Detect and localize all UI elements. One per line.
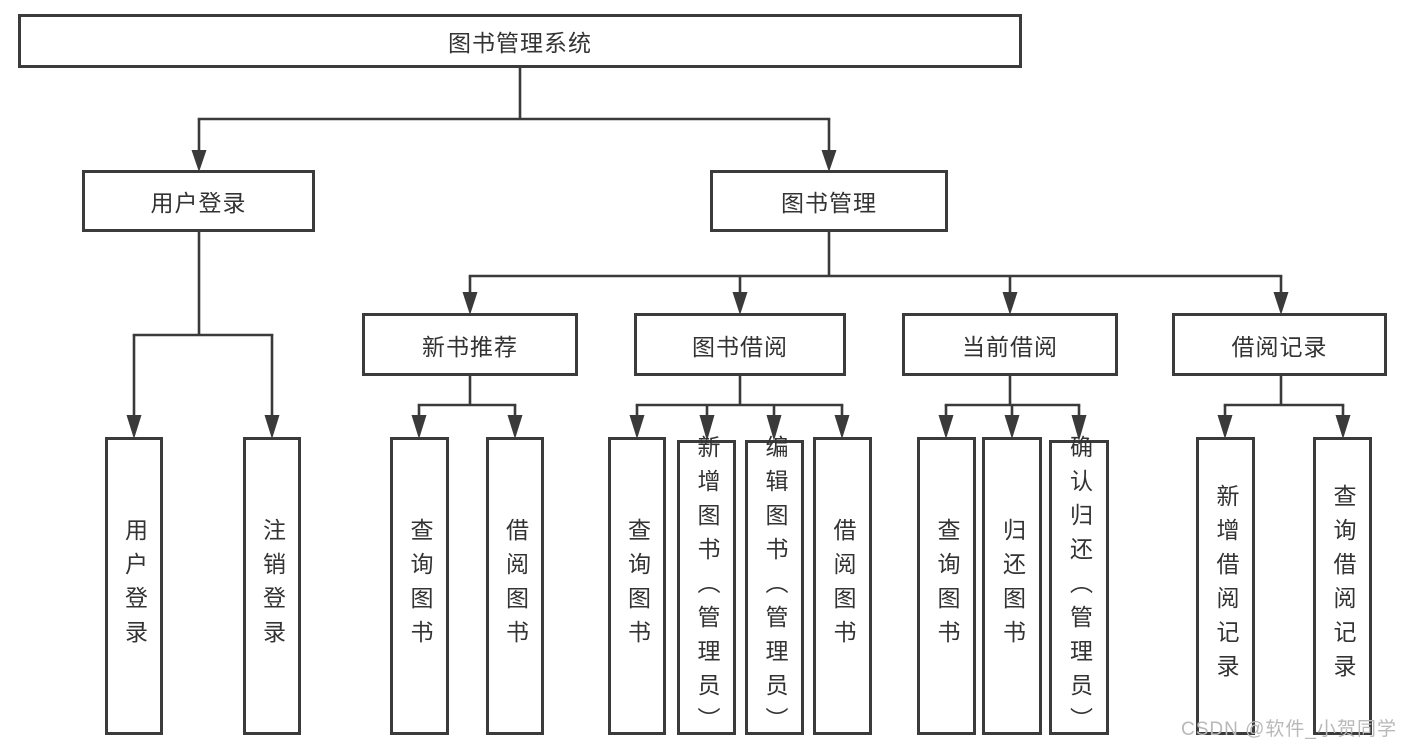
node-label: 编辑图书（管理员） <box>762 434 788 741</box>
arrowheads <box>126 150 1351 441</box>
node-user-login-module: 用户登录 <box>82 170 315 232</box>
leaf-query-borrow-record: 查询借阅记录 <box>1313 437 1372 735</box>
node-label: 图书管理 <box>781 190 877 216</box>
leaf-query-books-recommend: 查询图书 <box>390 437 449 735</box>
leaf-query-books-current: 查询图书 <box>917 437 976 735</box>
leaf-add-book-admin: 新增图书（管理员） <box>677 435 736 741</box>
leaf-logout: 注销登录 <box>243 437 301 735</box>
leaf-edit-book-admin: 编辑图书（管理员） <box>745 435 804 741</box>
node-book-management-module: 图书管理 <box>710 170 948 232</box>
leaf-query-books-borrow: 查询图书 <box>608 437 666 735</box>
node-label: 借阅图书 <box>830 518 856 654</box>
node-label: 归还图书 <box>999 518 1026 654</box>
node-label: 查询图书 <box>407 518 433 654</box>
node-label: 注销登录 <box>259 518 286 654</box>
node-label: 查询图书 <box>624 518 651 654</box>
node-label: 查询借阅记录 <box>1330 484 1356 688</box>
leaf-borrow-book: 借阅图书 <box>813 437 872 735</box>
node-book-borrow: 图书借阅 <box>634 313 846 376</box>
node-label: 新增图书（管理员） <box>694 434 720 741</box>
node-new-book-recommend: 新书推荐 <box>362 313 578 376</box>
node-label: 借阅图书 <box>502 518 529 654</box>
leaf-confirm-return-admin: 确认归还（管理员） <box>1049 435 1109 741</box>
node-label: 当前借阅 <box>962 333 1058 360</box>
node-label: 新书推荐 <box>422 333 518 360</box>
node-label: 用户登录 <box>150 190 247 216</box>
node-root-library-system: 图书管理系统 <box>18 14 1022 68</box>
node-label: 借阅记录 <box>1231 333 1328 360</box>
leaf-user-login: 用户登录 <box>105 437 163 735</box>
leaf-add-borrow-record: 新增借阅记录 <box>1196 437 1255 735</box>
leaf-borrow-books-recommend: 借阅图书 <box>486 437 544 735</box>
node-current-borrow: 当前借阅 <box>902 313 1118 376</box>
node-label: 确认归还（管理员） <box>1066 434 1093 741</box>
node-label: 用户登录 <box>121 518 148 654</box>
node-label: 图书管理系统 <box>448 30 592 56</box>
node-label: 新增借阅记录 <box>1213 484 1239 688</box>
csdn-watermark: CSDN @软件_小贺同学 <box>1181 719 1397 740</box>
leaf-return-book: 归还图书 <box>982 437 1042 735</box>
node-label: 查询图书 <box>934 518 960 654</box>
node-label: 图书借阅 <box>692 333 788 360</box>
node-borrow-records: 借阅记录 <box>1172 313 1387 376</box>
